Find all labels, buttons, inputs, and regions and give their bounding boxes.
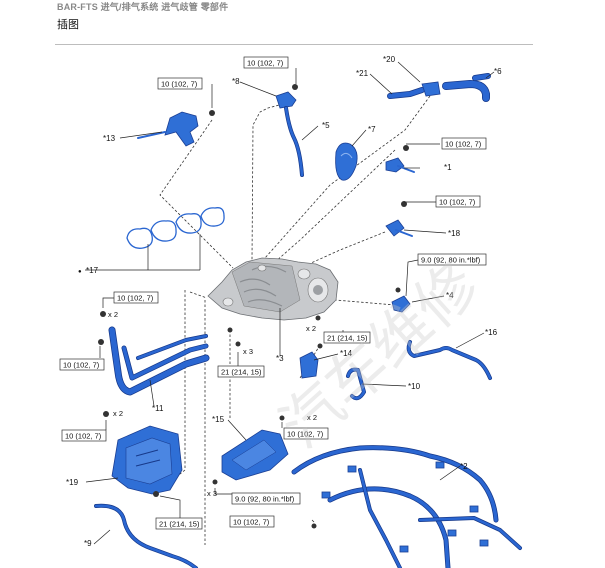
- sensor-4: [391, 287, 411, 313]
- callout-18: *18: [448, 229, 461, 238]
- bracket-18: [385, 201, 413, 237]
- svg-text:10 (102, 7): 10 (102, 7): [439, 198, 476, 207]
- svg-text:10 (102, 7): 10 (102, 7): [233, 518, 270, 527]
- svg-text:21 (214, 15): 21 (214, 15): [159, 520, 200, 529]
- quantity-x2-cover: x 2: [307, 413, 317, 422]
- svg-text:10 (102, 7): 10 (102, 7): [247, 59, 284, 68]
- callout-16: *16: [485, 328, 498, 337]
- bracket-13: [137, 110, 215, 147]
- torque-spec-10-top-center: 10 (102, 7): [243, 56, 289, 69]
- svg-text:10 (102, 7): 10 (102, 7): [65, 432, 102, 441]
- torque-spec-10-right-2: 10 (102, 7): [435, 195, 481, 208]
- callout-3: *3: [276, 354, 284, 363]
- intake-manifold: [207, 257, 339, 321]
- hose-10: [346, 367, 366, 401]
- quantity-x3-cover: x 3: [207, 489, 217, 498]
- bracket-1: [385, 145, 415, 173]
- quantity-x2-manifold: x 2: [306, 324, 316, 333]
- hose-assembly-20-21-6: [387, 73, 491, 102]
- wire-harness-2: [291, 445, 522, 568]
- vacuum-hose-5: [284, 106, 304, 177]
- torque-spec-9-bottom: 9.0 (92, 80 in.*lbf): [231, 492, 301, 505]
- torque-spec-21-center: 21 (214, 15): [323, 331, 371, 344]
- svg-text:10 (102, 7): 10 (102, 7): [445, 140, 482, 149]
- callout-2: *2: [460, 462, 468, 471]
- callout-10: *10: [408, 382, 421, 391]
- torque-spec-10-bottom: 10 (102, 7): [229, 515, 275, 528]
- hose-9: [94, 503, 198, 568]
- duct-7: [335, 142, 358, 181]
- intake-gaskets: [126, 207, 225, 249]
- svg-text:10 (102, 7): 10 (102, 7): [117, 294, 154, 303]
- callout-6: *6: [494, 67, 502, 76]
- callout-11: *11: [152, 404, 164, 413]
- callout-17: *17: [86, 266, 99, 275]
- quantity-x3-manifold: x 3: [243, 347, 253, 356]
- torque-spec-10-cover: 10 (102, 7): [283, 427, 329, 440]
- callout-4: *4: [446, 291, 454, 300]
- svg-text:21 (214, 15): 21 (214, 15): [221, 368, 262, 377]
- svg-text:10 (102, 7): 10 (102, 7): [161, 80, 198, 89]
- callout-5: *5: [322, 121, 330, 130]
- bolts: [227, 315, 321, 347]
- callout-7: *7: [368, 125, 376, 134]
- svg-text:21 (214, 15): 21 (214, 15): [327, 334, 368, 343]
- bracket-14: [299, 343, 323, 379]
- callout-17-bullet: ●: [78, 269, 82, 275]
- torque-spec-10-left-upper: 10 (102, 7): [113, 291, 159, 304]
- torque-spec-9-right: 9.0 (92, 80 in.*lbf): [417, 253, 487, 266]
- cover-15: [212, 415, 289, 485]
- callout-14: *14: [340, 349, 353, 358]
- torque-spec-21-bottom: 21 (214, 15): [155, 517, 203, 530]
- callout-13: *13: [103, 134, 116, 143]
- callout-9: *9: [84, 539, 92, 548]
- housing-19: [103, 411, 183, 497]
- pipe-assembly-11: [98, 311, 210, 396]
- torque-spec-10-top-left: 10 (102, 7): [157, 77, 203, 90]
- svg-text:9.0 (92, 80 in.*lbf): 9.0 (92, 80 in.*lbf): [421, 256, 481, 265]
- torque-spec-10-left-middle: 10 (102, 7): [59, 358, 105, 371]
- bracket-8: [275, 84, 298, 109]
- callout-19: *19: [66, 478, 79, 487]
- title-divider: [55, 44, 533, 45]
- breadcrumb: BAR-FTS 进气/排气系统 进气歧管 零部件: [57, 2, 229, 12]
- torque-spec-10-left-lower: 10 (102, 7): [61, 429, 107, 442]
- callout-8: *8: [232, 77, 240, 86]
- svg-text:9.0 (92, 80 in.*lbf): 9.0 (92, 80 in.*lbf): [235, 495, 295, 504]
- callout-21: *21: [356, 69, 369, 78]
- callout-15: *15: [212, 415, 225, 424]
- quantity-x2-left-lower: x 2: [113, 409, 123, 418]
- torque-spec-10-right-1: 10 (102, 7): [441, 137, 487, 150]
- torque-spec-21-manifold: 21 (214, 15): [217, 365, 265, 378]
- section-title: 插图: [57, 19, 79, 31]
- callout-1: *1: [444, 163, 452, 172]
- hose-16: [406, 340, 492, 380]
- svg-text:10 (102, 7): 10 (102, 7): [287, 430, 324, 439]
- quantity-x2-left-upper: x 2: [108, 310, 118, 319]
- svg-text:10 (102, 7): 10 (102, 7): [63, 361, 100, 370]
- callout-20: *20: [383, 55, 396, 64]
